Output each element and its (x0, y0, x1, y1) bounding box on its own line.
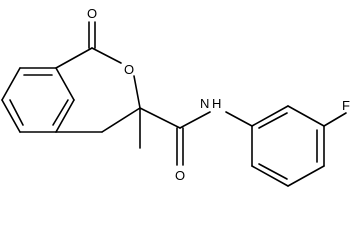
bond-c3-c4 (101, 107, 141, 133)
structure-diagram: O O N H O F (1, 6, 350, 187)
atom-label-amide-nitrogen: N (200, 96, 209, 111)
bond-amide-c-n (179, 111, 211, 129)
molecule-drawing: O O N H O F (1, 6, 350, 187)
bond-c3-amide-c (139, 107, 181, 129)
bond-ph-4 (287, 165, 325, 187)
bond-benz-3 (55, 67, 75, 101)
bond-c8a-c1 (55, 47, 93, 69)
bond-o2-c3 (133, 75, 141, 109)
atom-label-amide-oxygen: O (175, 168, 185, 183)
bond-c-f (323, 112, 347, 127)
bond-ph-double-c (258, 163, 288, 180)
bond-benz-double-c (9, 99, 24, 126)
bond-benz-1 (1, 67, 21, 101)
atom-label-carbonyl-oxygen: O (87, 6, 97, 21)
bond-benz-double-b (52, 99, 69, 126)
bond-ph-5 (251, 165, 289, 187)
bond-ph-double-a (258, 112, 288, 129)
bond-benz-6 (1, 99, 21, 133)
atom-label-amide-hydrogen: H (212, 96, 221, 111)
atom-label-fluorine: F (342, 98, 350, 113)
bond-n-phenyl (225, 111, 253, 127)
bond-ph-1 (251, 105, 289, 127)
bond-c1-o2 (91, 47, 122, 64)
bond-ph-2 (287, 105, 325, 127)
atom-label-ring-oxygen: O (124, 62, 134, 77)
bond-benz-4 (55, 99, 75, 133)
